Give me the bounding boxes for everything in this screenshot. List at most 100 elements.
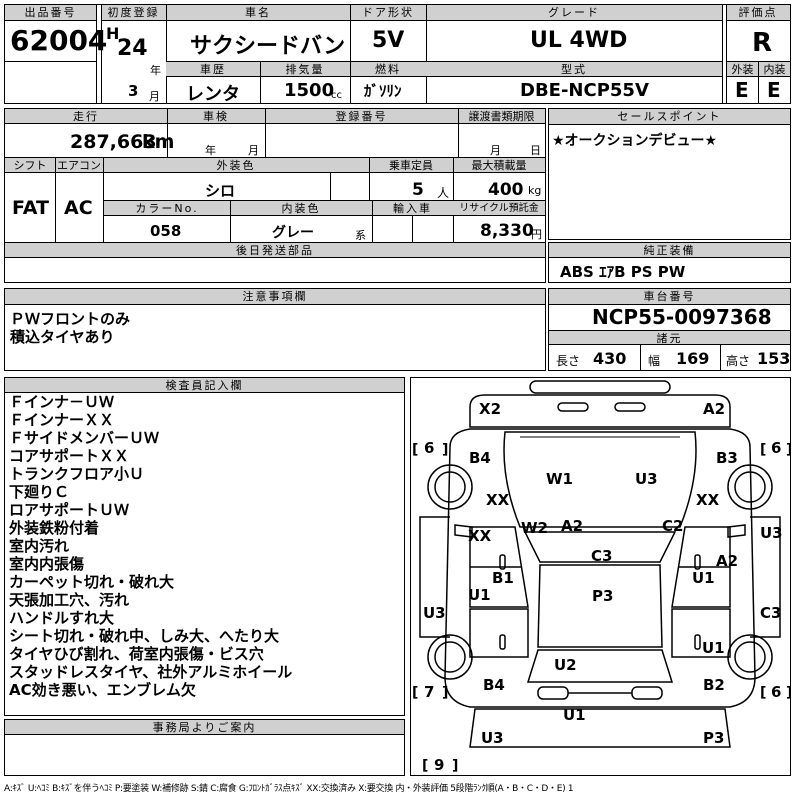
fuel-header: 燃料 (350, 62, 426, 77)
mark-roof-front: C3 (591, 547, 613, 565)
lot-number: 62004 (10, 24, 108, 57)
inspector-line: ＦサイドメンバーＵＷ (9, 429, 160, 447)
inspector-line: ＦインナーＸＸ (9, 411, 115, 429)
chassis-header: 車台番号 (549, 289, 790, 305)
notes-line-1: ＰＷフロントのみ (10, 310, 131, 328)
reg-year-unit: 年 (150, 64, 161, 77)
mark-front-right: A2 (703, 400, 726, 418)
car-name-header: 車名 (166, 5, 350, 21)
inspector-line: カーペット切れ・破れ大 (9, 573, 175, 591)
inspection-year: 年 (205, 144, 216, 157)
exterior-color: シロ (205, 182, 236, 200)
score-header: 評価点 (726, 5, 790, 21)
later-parts-header: 後日発送部品 (5, 243, 545, 258)
reg-year: 24 (117, 36, 148, 61)
mark-pillar-left: W2 (521, 519, 548, 537)
mark-rear-right: B2 (703, 676, 725, 694)
inspector-line: スタッドレスタイヤ、社外アルミホイール (9, 663, 293, 681)
reg-month: 3 (128, 82, 139, 100)
int-score: E (767, 78, 781, 102)
load: 400 (488, 180, 524, 200)
sales-point-header: セールスポイント (549, 109, 790, 125)
recycle: 8,330 (480, 221, 534, 241)
inspector-line: 室内内張傷 (9, 555, 85, 573)
import-header: 輸入車 (372, 201, 453, 216)
mark-side-right-3: C3 (760, 604, 782, 622)
mark-sill-right: U1 (692, 569, 715, 587)
int-header: 内装 (759, 62, 790, 77)
transfer-header: 譲渡書類期限 (458, 109, 545, 124)
svg-text:[: [ (422, 758, 428, 774)
model-header: 型式 (426, 62, 722, 77)
interior-color: グレー (272, 225, 314, 241)
inspection-month: 月 (248, 144, 259, 157)
svg-text:]: ] (452, 758, 458, 774)
mark-rear-bumper-left: U3 (481, 729, 504, 747)
mark-side-right-1: U3 (760, 524, 783, 542)
transfer-month: 月 (490, 144, 501, 157)
mark-back-panel: U1 (563, 706, 586, 724)
reg-no-header: 登録番号 (265, 109, 458, 124)
interior-color-header: 内装色 (230, 201, 372, 216)
recycle-unit: 円 (531, 228, 542, 241)
inspector-line: Ｆインナ－ＵＷ (9, 393, 115, 411)
model: DBE-NCP55V (520, 80, 649, 101)
height-label: 高さ (726, 354, 751, 368)
inspector-box (4, 377, 405, 716)
car-name: サクシードバン (190, 34, 346, 59)
inspector-line: コアサポートＸＸ (9, 447, 130, 465)
mark-rear-bumper-right: P3 (703, 729, 725, 747)
tire-spare: 9 (434, 756, 445, 774)
mark-door-left: XX (468, 527, 492, 545)
mark-fender-left: B4 (469, 449, 491, 467)
load-header: 最大積載量 (453, 158, 545, 173)
capacity-header: 乗車定員 (369, 158, 453, 173)
mark-hood-right: U3 (635, 470, 658, 488)
svg-text:]: ] (442, 685, 448, 701)
grade: UL 4WD (530, 28, 628, 53)
shift-header: シフト (5, 158, 55, 173)
fuel: ｶﾞｿﾘﾝ (364, 82, 402, 100)
mark-side-left-3: U3 (423, 604, 446, 622)
mark-door-left-2: U1 (468, 586, 491, 604)
color-no: 058 (150, 222, 182, 240)
tire-fl: 6 (424, 439, 435, 457)
width-label: 幅 (648, 354, 661, 368)
inspector-list: Ｆインナ－ＵＷ ＦインナーＸＸ ＦサイドメンバーＵＷ コアサポートＸＸ トランク… (9, 393, 292, 699)
equipment-header: 純正装備 (549, 243, 790, 258)
mark-roof: P3 (592, 587, 614, 605)
mileage-header: 走行 (5, 109, 167, 124)
inspector-line: 外装鉄粉付着 (9, 519, 100, 537)
mark-rear-glass: U2 (554, 656, 577, 674)
svg-text:]: ] (786, 685, 791, 701)
mark-cowl: A2 (561, 517, 584, 535)
capacity-unit: 人 (437, 186, 450, 200)
chassis-number: NCP55-0097368 (592, 305, 772, 329)
load-unit: kg (528, 184, 542, 197)
history: レンタ (186, 84, 240, 105)
ext-score: E (735, 78, 749, 102)
tire-fr: 6 (771, 439, 782, 457)
svg-text:[: [ (760, 442, 766, 458)
svg-text:[: [ (412, 442, 418, 458)
tire-rl: 7 (424, 683, 435, 701)
mileage-unit: km (142, 131, 175, 153)
office-header: 事務局よりご案内 (5, 720, 404, 735)
mark-pillar-right: C2 (662, 517, 684, 535)
displacement-header: 排気量 (260, 62, 350, 77)
spec-header: 諸元 (549, 330, 790, 345)
notes-header: 注意事項欄 (5, 289, 545, 305)
ac-header: エアコン (55, 158, 103, 173)
score: R (752, 28, 773, 58)
ac: AC (64, 197, 93, 219)
inspector-line: シート切れ・破れ中、しみ大、へたり大 (9, 627, 280, 645)
lot-no-header: 出品番号 (5, 5, 96, 21)
inspector-header: 検査員記入欄 (5, 378, 404, 393)
color-no-header: カラーNo. (104, 201, 230, 216)
ext-header: 外装 (727, 62, 758, 77)
interior-color-unit: 系 (355, 229, 366, 242)
inspector-line: タイヤひび割れ、荷室内張傷・ビス穴 (9, 645, 264, 663)
length-label: 長さ (556, 354, 581, 368)
notes-line-2: 積込タイヤあり (10, 328, 115, 346)
inspector-line: ハンドルすれ大 (9, 609, 115, 627)
